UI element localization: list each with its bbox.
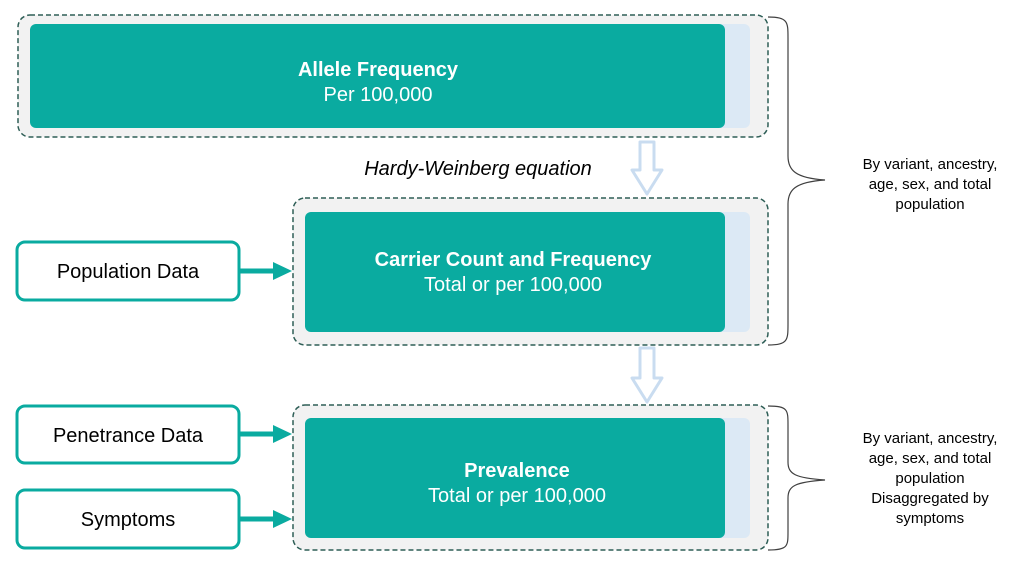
allele-frequency-box — [30, 24, 725, 128]
upper-note: By variant, ancestry, age, sex, and tota… — [863, 156, 998, 213]
upper-note-line: By variant, ancestry, — [863, 156, 998, 173]
prevalence-title: Prevalence — [464, 460, 570, 482]
arrow-right-icon — [273, 262, 292, 280]
symptoms-input: Symptoms — [15, 488, 292, 550]
lower-note-line: Disaggregated by — [871, 490, 989, 507]
hardy-weinberg-label: Hardy-Weinberg equation — [364, 158, 592, 180]
arrow-right-icon — [273, 510, 292, 528]
prevalence-group: Prevalence Total or per 100,000 — [292, 404, 769, 551]
lower-note-line: By variant, ancestry, — [863, 430, 998, 447]
down-arrow-icon — [630, 140, 664, 196]
lower-brace — [767, 405, 826, 551]
symptoms-box — [15, 488, 241, 550]
lower-note-line: population — [895, 470, 964, 487]
allele-frequency-title: Allele Frequency — [298, 59, 459, 81]
lower-note-line: age, sex, and total — [869, 450, 992, 467]
allele-frequency-subtitle: Per 100,000 — [324, 84, 433, 106]
carrier-frequency-title: Carrier Count and Frequency — [375, 249, 653, 271]
upper-brace — [767, 16, 826, 346]
upper-note-line: population — [895, 196, 964, 213]
symptoms-label: Symptoms — [81, 509, 175, 531]
penetrance-data-input: Penetrance Data — [15, 404, 292, 465]
carrier-frequency-group: Carrier Count and Frequency Total or per… — [292, 197, 769, 346]
carrier-frequency-subtitle: Total or per 100,000 — [424, 274, 602, 296]
arrow-right-icon — [273, 425, 292, 443]
allele-frequency-group: Allele Frequency Per 100,000 — [17, 14, 769, 138]
population-data-label: Population Data — [57, 261, 200, 283]
prevalence-subtitle: Total or per 100,000 — [428, 485, 606, 507]
population-data-box — [15, 240, 241, 302]
upper-note-line: age, sex, and total — [869, 176, 992, 193]
penetrance-data-box — [15, 404, 241, 465]
lower-note-line: symptoms — [896, 510, 964, 527]
prevalence-box — [305, 418, 725, 538]
down-arrow-icon — [630, 346, 664, 404]
carrier-frequency-box — [305, 212, 725, 332]
penetrance-data-label: Penetrance Data — [53, 425, 204, 447]
population-data-input: Population Data — [15, 240, 292, 302]
lower-note: By variant, ancestry, age, sex, and tota… — [863, 430, 998, 527]
